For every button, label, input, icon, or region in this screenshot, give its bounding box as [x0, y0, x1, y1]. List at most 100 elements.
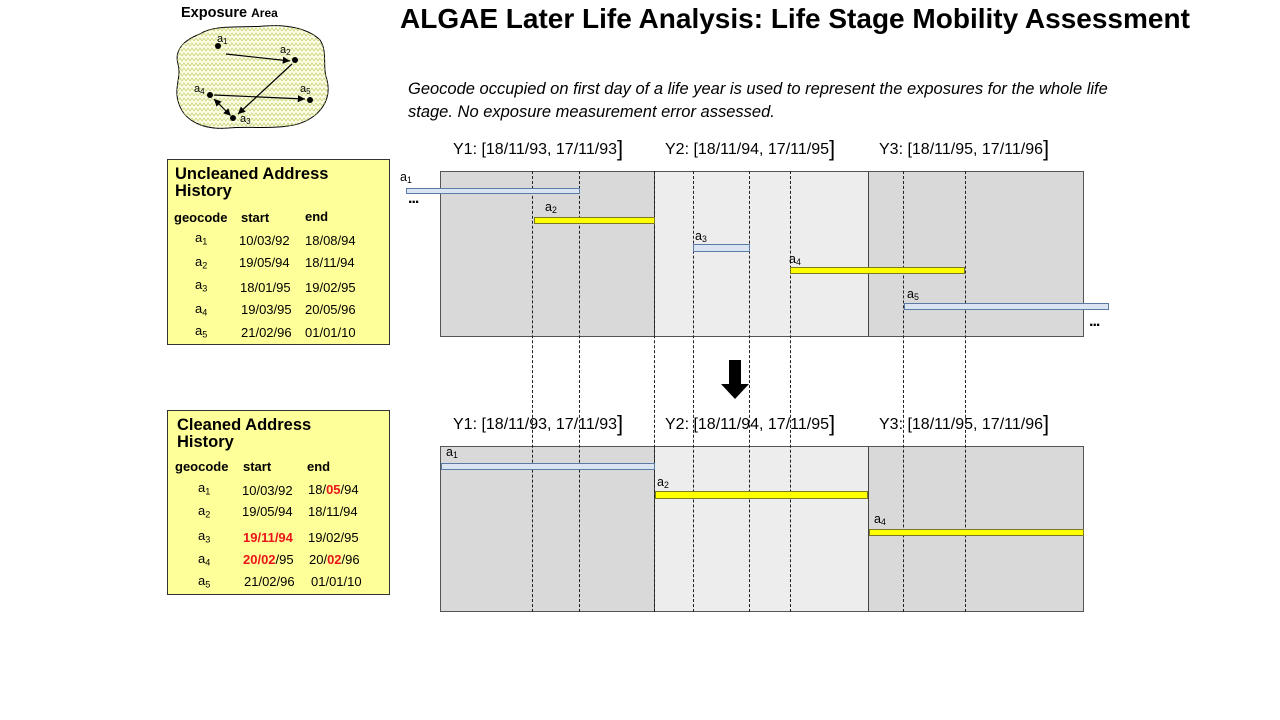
svg-text:a1: a1: [217, 33, 228, 46]
period-label-y1: Y1: [18/11/93, 17/11/93]: [453, 411, 624, 436]
continuation-dots: ...: [1089, 313, 1100, 330]
period-label-y3: Y3: [18/11/95, 17/11/96]: [879, 136, 1050, 161]
date-guide-line: [903, 171, 904, 612]
exp-label-a1: a: [217, 33, 224, 45]
arrow-a1-a2: [225, 53, 291, 64]
bar-label-a5: a5: [907, 287, 919, 303]
residence-bar-a5: [904, 303, 1109, 310]
year-band-y2: [655, 172, 869, 336]
svg-text:a5: a5: [300, 83, 311, 96]
page-title: ALGAE Later Life Analysis: Life Stage Mo…: [400, 3, 1190, 34]
year-band-y1: [441, 172, 655, 336]
year-band-y2: [655, 447, 869, 611]
table-row-start: 10/03/92: [242, 483, 293, 498]
table-row-geocode: a3: [195, 277, 208, 294]
residence-bar-a4: [790, 267, 965, 274]
residence-bar-a1: [406, 188, 580, 194]
period-label-y2: Y2: [18/11/94, 17/11/95]: [665, 136, 836, 161]
col-header-end: end: [305, 209, 329, 224]
table-row-start: 19/03/95: [241, 302, 292, 317]
exposure-label-main: Exposure: [181, 5, 248, 21]
date-guide-line: [693, 171, 694, 612]
table-row-end: 18/08/94: [305, 233, 356, 248]
bar-label-a2: a2: [657, 475, 669, 491]
uncleaned-history-table: Uncleaned Address History geocode start …: [167, 159, 390, 345]
svg-text:a4: a4: [194, 83, 205, 96]
date-guide-line: [965, 171, 966, 612]
bar-label-a3: a3: [695, 229, 707, 245]
point-a2: [292, 57, 298, 63]
table-row-start: 19/05/94: [242, 504, 293, 519]
year-band-y3: [869, 172, 1083, 336]
table-row-end: 18/05/94: [308, 482, 359, 497]
col-header-geocode: geocode: [175, 459, 229, 474]
arrow-a2-a3: [237, 63, 293, 115]
year-separator: [868, 172, 869, 336]
table-row-end: 18/11/94: [305, 255, 355, 270]
table-row-end: 19/02/95: [308, 530, 359, 545]
table-row-start: 10/03/92: [239, 233, 290, 248]
date-guide-line: [579, 171, 580, 612]
table-row-end: 19/02/95: [305, 280, 356, 295]
table-row-geocode: a4: [198, 551, 211, 568]
arrow-a3-a4: [213, 98, 231, 116]
table-row-end: 20/02/96: [309, 552, 360, 567]
continuation-dots: ...: [408, 190, 419, 207]
cleaned-history-table: Cleaned Address History geocode start en…: [167, 410, 390, 595]
residence-bar-a2: [534, 217, 655, 224]
table-row-geocode: a5: [195, 323, 208, 340]
col-header-start: start: [241, 210, 270, 225]
col-header-geocode: geocode: [174, 210, 228, 225]
bar-label-a1: a1: [446, 445, 458, 461]
table-row-end: 20/05/96: [305, 302, 356, 317]
bar-label-a4: a4: [789, 252, 801, 268]
table-row-end: 01/01/10: [311, 574, 362, 589]
table-row-start: 19/05/94: [239, 255, 290, 270]
residence-bar-a3: [693, 244, 750, 252]
table-row-geocode: a1: [198, 480, 211, 497]
date-guide-line: [749, 171, 750, 612]
table-row-start: 19/11/94: [243, 530, 293, 545]
table-row-start: 18/01/95: [240, 280, 291, 295]
col-header-start: start: [243, 459, 272, 474]
residence-bar-a2: [655, 491, 868, 499]
period-label-y3: Y3: [18/11/95, 17/11/96]: [879, 411, 1050, 436]
point-a5: [307, 97, 313, 103]
period-label-y1: Y1: [18/11/93, 17/11/93]: [453, 136, 624, 161]
svg-text:a2: a2: [280, 44, 291, 57]
point-a3: [230, 115, 236, 121]
table-row-start: 20/02/95: [243, 552, 294, 567]
cleaned-table-title: Cleaned Address History: [177, 416, 312, 451]
table-row-end: 18/11/94: [308, 504, 358, 519]
col-header-end: end: [307, 459, 331, 474]
year-band-y1: [441, 447, 655, 611]
period-label-y2: Y2: [18/11/94, 17/11/95]: [665, 411, 836, 436]
table-row-geocode: a4: [195, 301, 208, 318]
table-row-geocode: a5: [198, 573, 211, 590]
exp-label-a3: a: [240, 113, 247, 125]
arrow-a4-a5: [213, 94, 306, 103]
residence-bar-a1: [441, 463, 655, 470]
bar-label-a2: a2: [545, 200, 557, 216]
table-row-geocode: a2: [195, 254, 208, 271]
exp-label-a4: a: [194, 83, 201, 95]
exposure-label-small: Area: [251, 6, 278, 20]
residence-bar-a4: [869, 529, 1084, 536]
date-guide-line: [532, 171, 533, 612]
year-separator: [868, 447, 869, 611]
bar-label-a4: a4: [874, 512, 886, 528]
bar-label-a1: a1: [400, 170, 412, 186]
uncleaned-table-title: Uncleaned Address History: [175, 165, 329, 200]
exp-label-a2: a: [280, 44, 287, 56]
date-guide-line: [790, 171, 791, 612]
date-guide-line: [654, 171, 655, 612]
exp-label-a5: a: [300, 83, 307, 95]
table-row-start: 21/02/96: [241, 325, 292, 340]
exposure-area-diagram: a1 a2 a3 a4 a5: [176, 25, 329, 129]
table-row-start: 21/02/96: [244, 574, 295, 589]
point-a1: [215, 43, 221, 49]
down-arrow-icon: [721, 360, 749, 399]
svg-text:a3: a3: [240, 113, 251, 126]
table-row-geocode: a3: [198, 528, 211, 545]
page-subtitle: Geocode occupied on first day of a life …: [408, 80, 1108, 121]
